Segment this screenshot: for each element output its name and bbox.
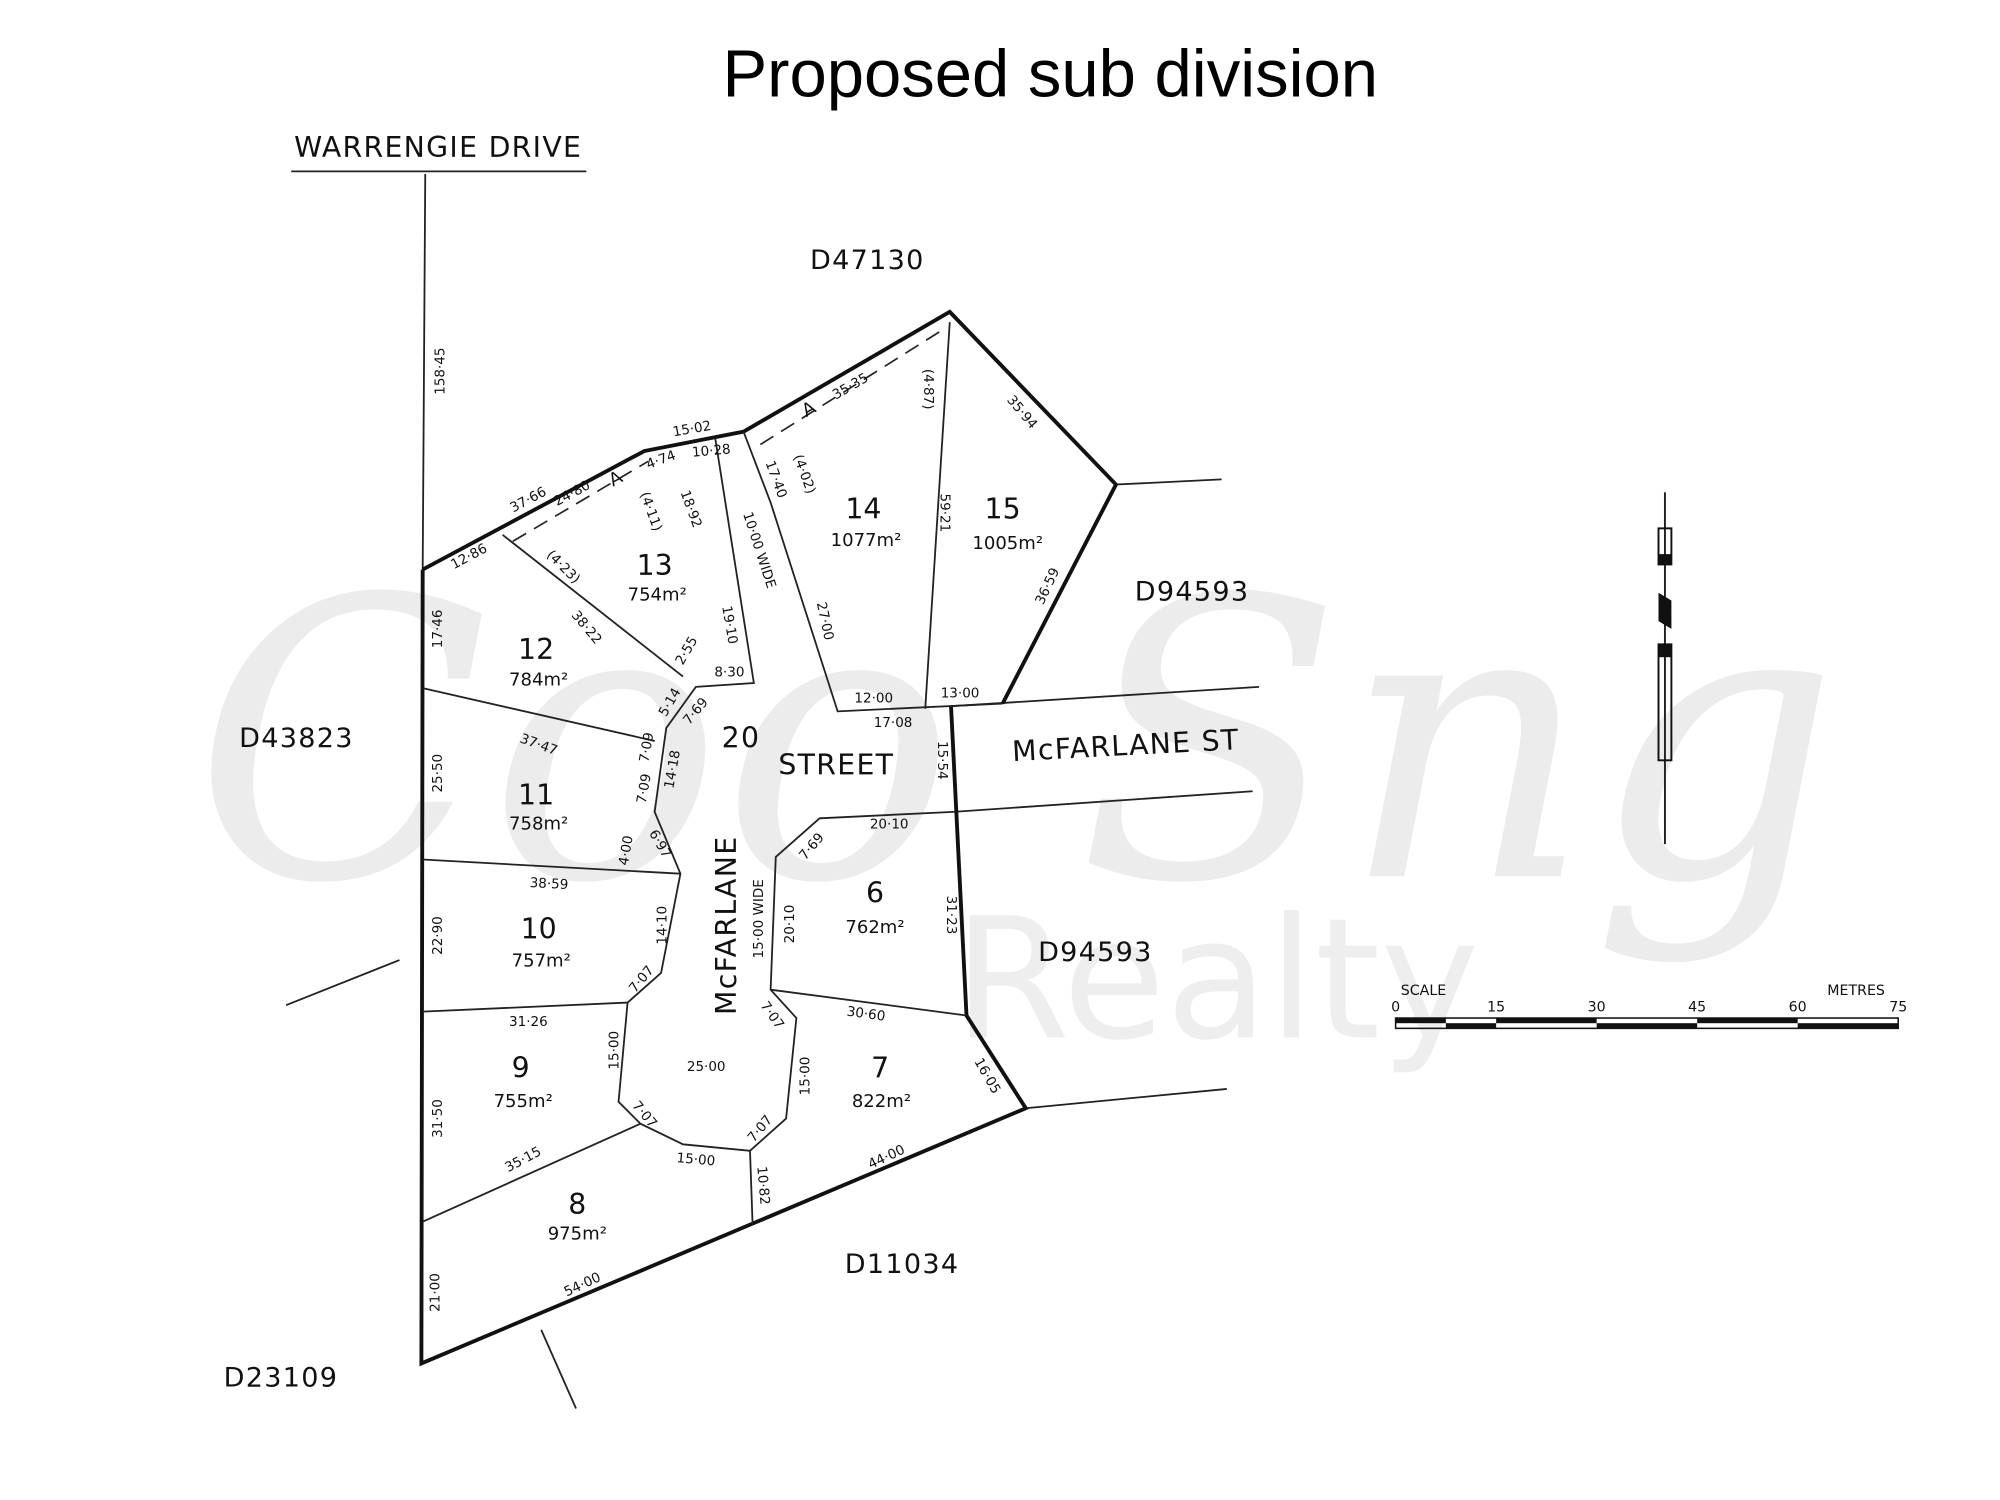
dimension-label: 17·08	[874, 715, 913, 731]
context-lines	[285, 170, 1260, 1409]
dimension-label: 17·46	[430, 610, 446, 649]
lot-number: 6	[866, 876, 884, 909]
dimension-label: 15·02	[672, 418, 713, 440]
lot-lines	[422, 322, 967, 1225]
lot-area: 822m²	[852, 1091, 911, 1112]
lot-number: 7	[871, 1052, 889, 1085]
lot-number: 9	[512, 1052, 530, 1085]
dimension-label: 25·50	[430, 754, 446, 793]
dimension-label: 20·10	[870, 817, 909, 833]
road-reserve-edge-east	[742, 431, 1003, 713]
lot-number: 11	[518, 778, 554, 811]
lot-area: 754m²	[628, 584, 687, 605]
lot-number: 10	[521, 912, 557, 945]
dimension-label: 12·00	[854, 690, 893, 706]
dimension-label: 15·00	[676, 1150, 716, 1169]
scale-tick-label: 75	[1889, 1000, 1907, 1016]
road-label-lot-20: 20	[722, 721, 761, 754]
road-label-warrengie: WARRENGIE DRIVE	[294, 131, 582, 164]
dimension-label: 8·30	[714, 665, 744, 681]
parcel-label: D11034	[845, 1249, 960, 1280]
page-title: Proposed sub division	[722, 37, 1378, 112]
dimension-label: 38·59	[529, 875, 568, 893]
lot-number: 14	[845, 492, 881, 525]
dimension-label: 15·00 WIDE	[751, 879, 767, 958]
dimension-label: 31·50	[430, 1099, 446, 1138]
parcel-label: D43823	[239, 723, 354, 754]
dimension-label: 7·09	[636, 731, 657, 763]
watermark-script: Coo Sng	[193, 518, 1838, 968]
road-label-mcfarlane: McFARLANE	[710, 836, 743, 1015]
dimension-label: 25·00	[687, 1059, 726, 1075]
lot-area: 1077m²	[831, 530, 902, 551]
parcel-label: D47130	[810, 245, 925, 276]
dimension-label: 31·26	[509, 1014, 548, 1030]
lot-area: 762m²	[845, 917, 904, 938]
lot-number: 13	[637, 549, 673, 582]
lot-number: 15	[985, 492, 1021, 525]
parcel-label: D94593	[1038, 937, 1153, 968]
dimension-label: 14·10	[654, 906, 670, 945]
watermark: Coo Sng Realty	[193, 518, 1838, 1077]
parcel-label: D23109	[224, 1362, 339, 1393]
north-arrow-icon	[1657, 492, 1673, 845]
dimension-label: 15·54	[934, 741, 950, 780]
dimension-label: 20·10	[782, 905, 798, 944]
dimension-label: 35·35	[830, 370, 872, 403]
scale-tick-label: 60	[1789, 1000, 1807, 1016]
scale-tick-label: 45	[1688, 1000, 1706, 1016]
outer-boundary	[421, 309, 1119, 705]
lot-area: 758m²	[509, 814, 568, 835]
dimension-label: (4·87)	[920, 369, 936, 410]
scale-tick-label: 15	[1487, 1000, 1505, 1016]
dimension-label: 21·00	[428, 1273, 444, 1312]
road-reserve-edge	[617, 438, 954, 1152]
dimension-label: 13·00	[941, 685, 980, 701]
lot-number: 12	[518, 633, 554, 666]
lot-area: 757m²	[512, 950, 571, 971]
parcel-label: D94593	[1135, 576, 1250, 607]
lot-area: 975m²	[548, 1224, 607, 1245]
dimension-label: 7·09	[634, 772, 655, 804]
dimension-label: 17·40	[762, 458, 790, 500]
dimension-label: 59·21	[937, 494, 953, 533]
dimension-label: 24·80	[551, 477, 593, 509]
scale-label: SCALE	[1401, 983, 1446, 999]
dimension-label: 22·90	[430, 916, 446, 955]
lot-area: 784m²	[509, 669, 568, 690]
dimension-label: 31·23	[943, 896, 959, 935]
dimension-label: 14·18	[661, 749, 683, 790]
dimension-label: 35·15	[502, 1144, 544, 1176]
dimension-label: 15·00	[607, 1031, 623, 1070]
outer-boundary-south	[419, 569, 1029, 1367]
scale-bar: SCALE METRES 0 15 30 45 60 75	[1391, 983, 1907, 1030]
scale-units: METRES	[1827, 983, 1885, 999]
road-label-street: STREET	[778, 748, 894, 781]
dimension-label: 7·07	[745, 1112, 777, 1145]
scale-tick-label: 30	[1588, 1000, 1606, 1016]
dimension-label: (4·02)	[790, 452, 819, 496]
dimension-label: 4·00	[616, 834, 637, 866]
easement-lines	[512, 327, 946, 542]
watermark-word: Realty	[954, 882, 1480, 1077]
dimension-label: 30·60	[846, 1004, 887, 1025]
lot-number: 8	[568, 1188, 586, 1221]
lot-area: 755m²	[494, 1091, 553, 1112]
dimension-label: A	[605, 466, 626, 491]
dimension-label: 158·45	[433, 347, 449, 394]
dimension-label: 19·10	[718, 605, 740, 646]
lot-area: 1005m²	[972, 533, 1043, 554]
dimension-label: 10·82	[753, 1166, 772, 1206]
dimension-label: 15·00	[797, 1057, 813, 1096]
dimension-label: 10·28	[691, 441, 731, 460]
dimension-label: 27·00	[813, 601, 837, 642]
scale-tick-label: 0	[1391, 1000, 1400, 1016]
